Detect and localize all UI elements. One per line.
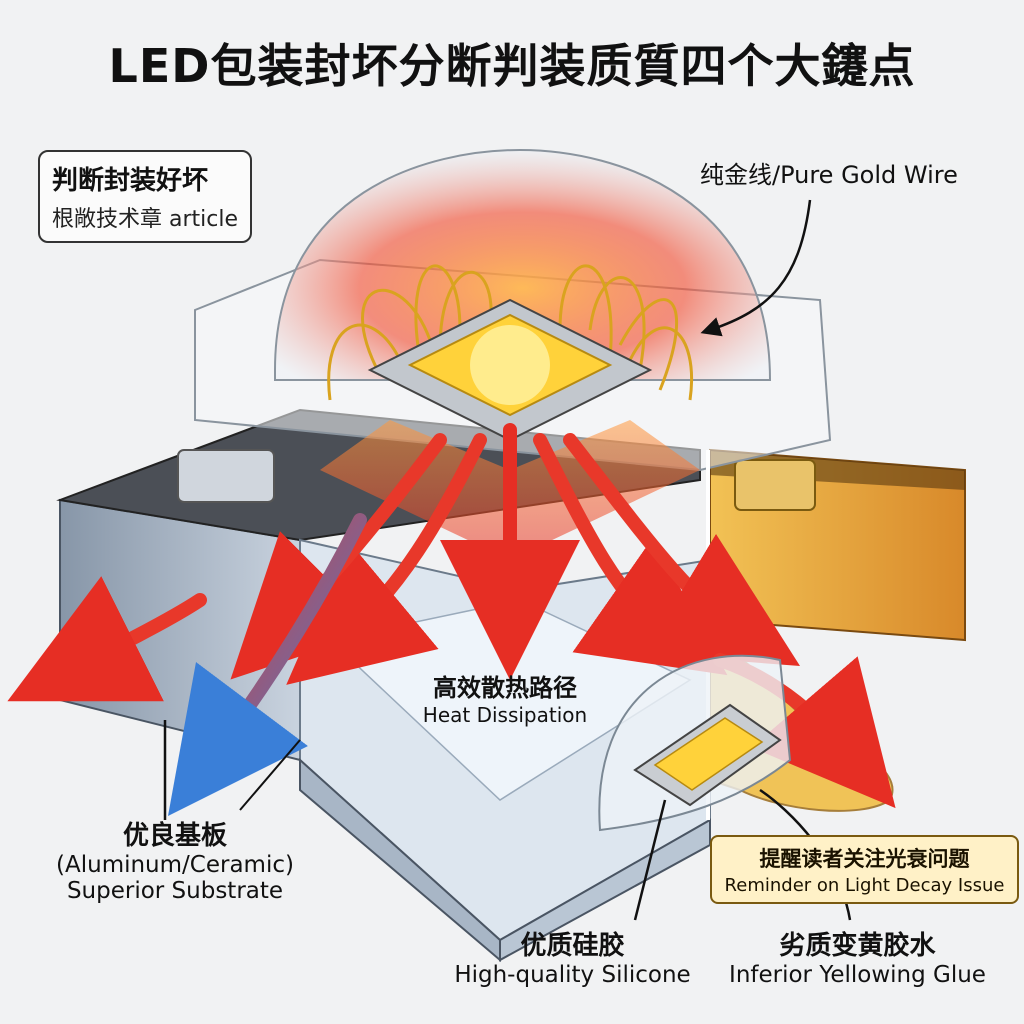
glue-label: 劣质变黄胶水 Inferior Yellowing Glue bbox=[720, 925, 995, 988]
heat-dissipation-cn: 高效散热路径 bbox=[433, 674, 577, 702]
substrate-en-name: Superior Substrate bbox=[66, 878, 284, 904]
corner-note-title: 判断封装好坏 bbox=[52, 166, 209, 196]
silicone-pointer bbox=[633, 799, 667, 921]
page-title: LED包装封坏分断判装质質四个大鑳点 bbox=[108, 39, 916, 93]
silicone-en: High-quality Silicone bbox=[454, 962, 691, 988]
corner-note-subtitle: 根敞技术章 article bbox=[52, 207, 239, 232]
lens-dome bbox=[274, 148, 772, 381]
heat-dissipation-label: 高效散热路径 Heat Dissipation bbox=[400, 668, 610, 727]
silicone-sample bbox=[598, 654, 792, 832]
left-terminal-tab bbox=[177, 449, 275, 503]
reminder-box: 提醒读者关注光衰问题 Reminder on Light Decay Issue bbox=[710, 835, 1019, 904]
corner-note: 判断封装好坏 根敞技术章 article bbox=[38, 150, 253, 243]
glue-cn: 劣质变黄胶水 bbox=[779, 931, 936, 961]
gold-wire-label: 纯金线/Pure Gold Wire bbox=[700, 155, 958, 190]
silicone-cn: 优质硅胶 bbox=[520, 931, 625, 961]
gold-wire-pointer bbox=[700, 199, 812, 337]
gold-wire-text: 纯金线/Pure Gold Wire bbox=[700, 161, 958, 189]
glue-en: Inferior Yellowing Glue bbox=[729, 962, 986, 988]
gold-wires bbox=[327, 264, 693, 401]
heat-dissipation-en: Heat Dissipation bbox=[422, 703, 588, 727]
substrate-en-material: (Aluminum/Ceramic) bbox=[56, 852, 294, 878]
reminder-cn: 提醒读者关注光衰问题 bbox=[759, 847, 970, 871]
led-chip bbox=[367, 298, 653, 442]
substrate-cn: 优良基板 bbox=[122, 821, 227, 851]
reminder-en: Reminder on Light Decay Issue bbox=[724, 875, 1005, 896]
substrate-label: 优良基板 (Aluminum/Ceramic) Superior Substra… bbox=[40, 815, 310, 904]
silicone-label: 优质硅胶 High-quality Silicone bbox=[450, 925, 695, 988]
heat-pointer bbox=[239, 739, 301, 811]
